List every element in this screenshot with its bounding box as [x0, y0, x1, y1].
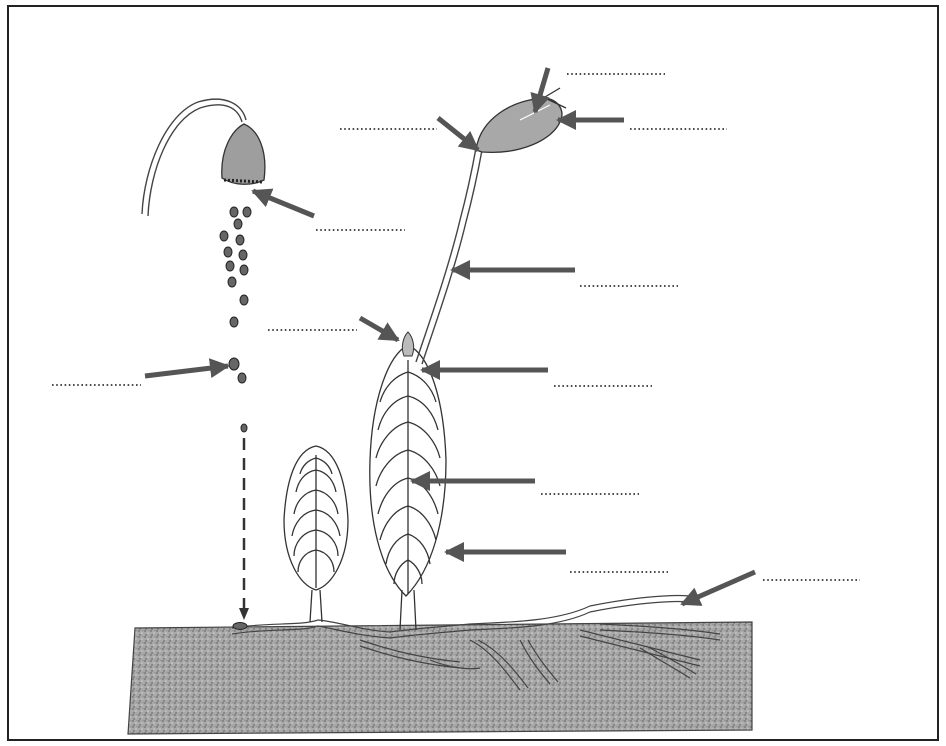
arrow-capsule [438, 118, 478, 150]
arrow-capsule-mouth [253, 191, 314, 216]
upright-capsule [476, 88, 566, 152]
drooping-capsule [142, 99, 265, 216]
archegonium [402, 332, 413, 356]
soil [128, 622, 752, 734]
seta [416, 148, 482, 364]
arrow-rhizoid [682, 572, 755, 604]
small-shoot [284, 446, 348, 622]
arrow-spores [145, 366, 228, 376]
spores [220, 207, 251, 630]
arrow-archegonium [360, 318, 398, 340]
tall-shoot [370, 345, 446, 630]
answer-blanks [52, 74, 860, 580]
